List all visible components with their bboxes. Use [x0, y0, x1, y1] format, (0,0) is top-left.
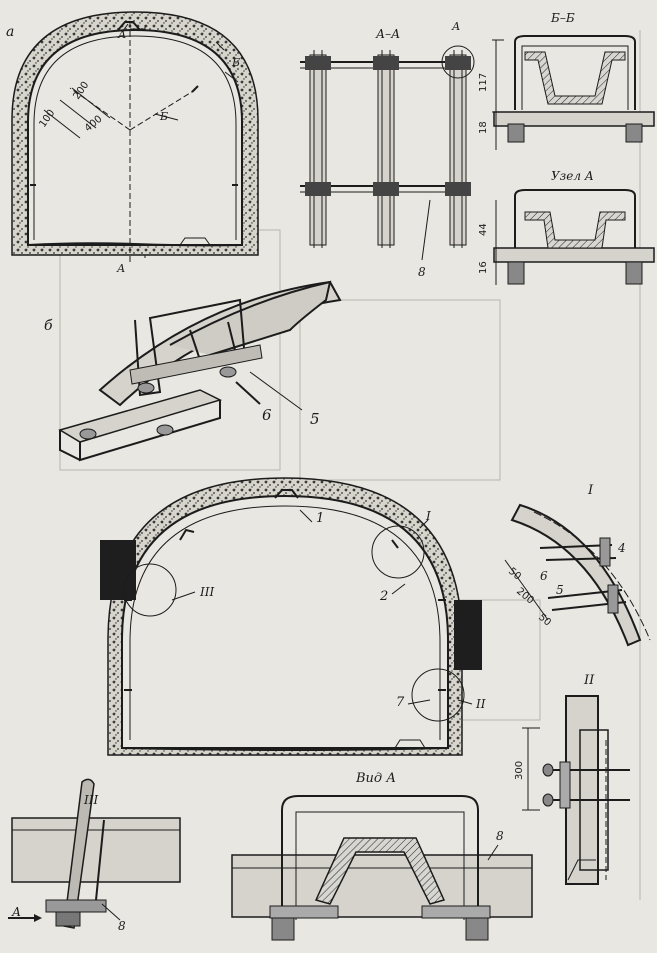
dim-16: 16 — [478, 261, 489, 274]
callout-roman-3-main: III — [199, 585, 214, 599]
detail-iii-view — [8, 778, 181, 929]
section-bb-title: Б–Б — [550, 11, 575, 25]
callout-8-view-a: 8 — [496, 829, 504, 843]
node-a-title: Узел А — [551, 169, 594, 183]
dim-18: 18 — [478, 121, 489, 134]
dim-44: 44 — [478, 223, 489, 236]
dim-300: 300 — [514, 761, 525, 780]
main-tunnel-section — [100, 477, 482, 756]
figure-a-tunnel-section — [11, 11, 259, 262]
callout-8-detail-iii: 8 — [118, 919, 126, 933]
callout-2: 2 — [379, 589, 388, 604]
detail-i-view — [504, 503, 651, 647]
view-a-arrow-label: А — [11, 905, 21, 919]
callout-6-detail-i: 6 — [540, 569, 548, 583]
cut-mark-b-lower: Б — [159, 110, 168, 123]
section-b-b-view — [492, 35, 655, 150]
cut-mark-a-top: А — [117, 28, 126, 41]
view-a-detail — [231, 795, 533, 941]
cut-mark-a-bottom: А — [116, 262, 125, 275]
callout-4: 4 — [617, 541, 626, 555]
dim-50-top: 50 — [506, 566, 523, 583]
fig-b-label: б — [44, 318, 53, 334]
dim-50-bottom: 50 — [536, 612, 553, 629]
callout-7: 7 — [396, 695, 405, 710]
callout-6-fig-b: 6 — [262, 406, 272, 424]
callout-5-fig-b: 5 — [310, 410, 320, 428]
callout-8-section: 8 — [418, 265, 426, 279]
detail-ii-view — [522, 695, 630, 885]
dim-117: 117 — [478, 73, 489, 92]
section-a-a-view — [300, 45, 475, 261]
callout-1: 1 — [316, 511, 324, 526]
detail-i-title: I — [587, 483, 594, 498]
view-a-title: Вид А — [355, 771, 396, 786]
detail-ii-title: II — [583, 673, 595, 688]
node-a-marker: А — [451, 20, 460, 33]
cut-mark-b-top: Б — [231, 56, 240, 69]
callout-5-detail-i: 5 — [556, 583, 564, 597]
dim-200-detail: 200 — [514, 586, 536, 607]
detail-iii-title: III — [83, 793, 98, 807]
fig-a-label: а — [6, 24, 14, 40]
node-a-detail — [493, 189, 655, 285]
section-aa-title: А–А — [375, 27, 400, 41]
callout-roman-1-main: I — [425, 509, 431, 523]
figure-b-isometric-clamp — [58, 280, 342, 462]
callout-roman-2-main: II — [475, 697, 486, 711]
